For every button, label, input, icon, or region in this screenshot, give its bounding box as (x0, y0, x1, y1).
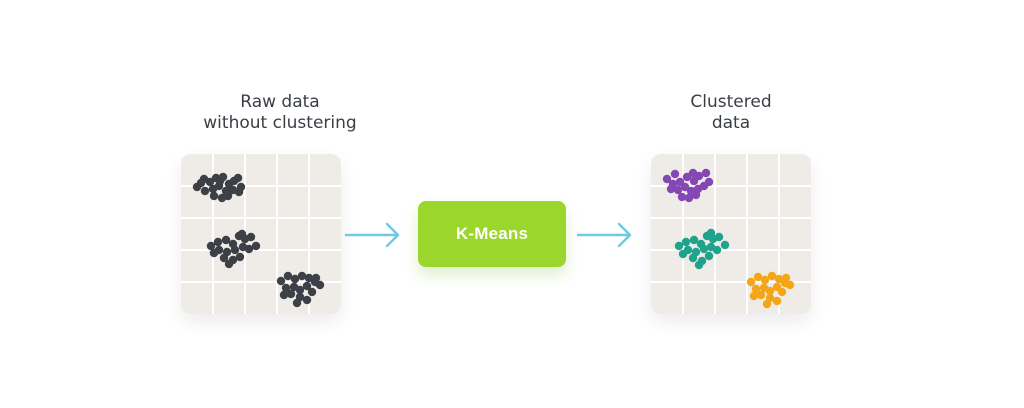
raw-caption-line-2: without clustering (203, 113, 357, 133)
clustered-caption-line-1: Clustered (690, 92, 772, 112)
data-point-cluster-1 (680, 182, 690, 192)
data-point-cluster-3 (281, 283, 291, 293)
data-point-cluster-1 (701, 168, 711, 178)
data-point-cluster-2 (714, 232, 724, 242)
clustered-data-plot (651, 154, 811, 314)
data-point-cluster-1 (234, 187, 244, 197)
data-point-cluster-1 (691, 190, 701, 200)
data-point-cluster-3 (774, 274, 784, 284)
data-point-cluster-1 (699, 181, 709, 191)
data-point-cluster-3 (772, 296, 782, 306)
data-point-cluster-1 (209, 191, 219, 201)
data-point-cluster-3 (302, 295, 312, 305)
data-point-cluster-3 (753, 272, 763, 282)
data-point-cluster-1 (670, 169, 680, 179)
data-point-cluster-2 (688, 253, 698, 263)
data-point-cluster-1 (196, 178, 206, 188)
data-point-cluster-3 (751, 284, 761, 294)
data-point-cluster-1 (677, 192, 687, 202)
data-point-cluster-2 (237, 229, 247, 239)
data-point-cluster-2 (678, 249, 688, 259)
data-point-cluster-1 (223, 191, 233, 201)
clustered-data-scatter (651, 154, 811, 314)
arrow-right-icon (345, 222, 400, 248)
data-point-cluster-3 (781, 273, 791, 283)
data-point-cluster-3 (311, 273, 321, 283)
data-point-cluster-1 (682, 172, 692, 182)
data-point-cluster-2 (694, 260, 704, 270)
kmeans-label: K-Means (455, 224, 529, 243)
data-point-cluster-2 (689, 235, 699, 245)
data-point-cluster-2 (712, 245, 722, 255)
data-point-cluster-3 (304, 273, 314, 283)
data-point-cluster-1 (673, 185, 683, 195)
data-point-cluster-1 (215, 176, 225, 186)
data-point-cluster-3 (286, 289, 296, 299)
data-point-cluster-1 (666, 184, 676, 194)
data-point-cluster-3 (746, 277, 756, 287)
data-point-cluster-3 (307, 287, 317, 297)
clustered-caption-line-2: data (711, 113, 751, 133)
data-point-cluster-3 (283, 271, 293, 281)
raw-caption-line-1: Raw data (240, 92, 320, 112)
arrow-right-icon (577, 222, 632, 248)
data-point-cluster-2 (213, 237, 223, 247)
data-point-cluster-3 (279, 290, 289, 300)
data-point-cluster-3 (295, 285, 305, 295)
data-point-cluster-3 (302, 281, 312, 291)
data-point-cluster-2 (246, 232, 256, 242)
data-point-cluster-2 (230, 245, 240, 255)
data-point-cluster-3 (749, 291, 759, 301)
data-point-cluster-3 (276, 276, 286, 286)
data-point-cluster-1 (200, 186, 210, 196)
data-point-cluster-1 (684, 193, 694, 203)
data-point-cluster-2 (681, 237, 691, 247)
clustered-data-caption: Clustered data (611, 92, 851, 134)
data-point-cluster-2 (221, 235, 231, 245)
data-point-cluster-2 (706, 228, 716, 238)
raw-data-caption: Raw data without clustering (160, 92, 400, 134)
data-point-cluster-3 (315, 280, 325, 290)
data-point-cluster-3 (760, 275, 770, 285)
data-point-cluster-3 (297, 271, 307, 281)
data-point-cluster-3 (290, 274, 300, 284)
data-point-cluster-3 (762, 299, 772, 309)
data-point-cluster-2 (704, 251, 714, 261)
data-point-cluster-3 (765, 286, 775, 296)
raw-data-plot (181, 154, 341, 314)
data-point-cluster-1 (688, 168, 698, 178)
data-point-cluster-2 (206, 241, 216, 251)
data-point-cluster-1 (662, 174, 672, 184)
data-point-cluster-3 (767, 271, 777, 281)
data-point-cluster-2 (251, 241, 261, 251)
data-point-cluster-2 (720, 240, 730, 250)
data-point-cluster-1 (205, 177, 215, 187)
data-point-cluster-2 (235, 252, 245, 262)
data-point-cluster-2 (219, 253, 229, 263)
data-point-cluster-3 (785, 280, 795, 290)
data-point-cluster-2 (244, 244, 254, 254)
data-point-cluster-3 (292, 298, 302, 308)
data-point-cluster-2 (699, 244, 709, 254)
data-point-cluster-1 (233, 173, 243, 183)
data-point-cluster-3 (777, 287, 787, 297)
data-point-cluster-3 (756, 290, 766, 300)
data-point-cluster-2 (674, 241, 684, 251)
data-point-cluster-2 (224, 259, 234, 269)
kmeans-algorithm-box: K-Means (418, 201, 566, 267)
data-point-cluster-2 (209, 248, 219, 258)
raw-data-scatter (181, 154, 341, 314)
